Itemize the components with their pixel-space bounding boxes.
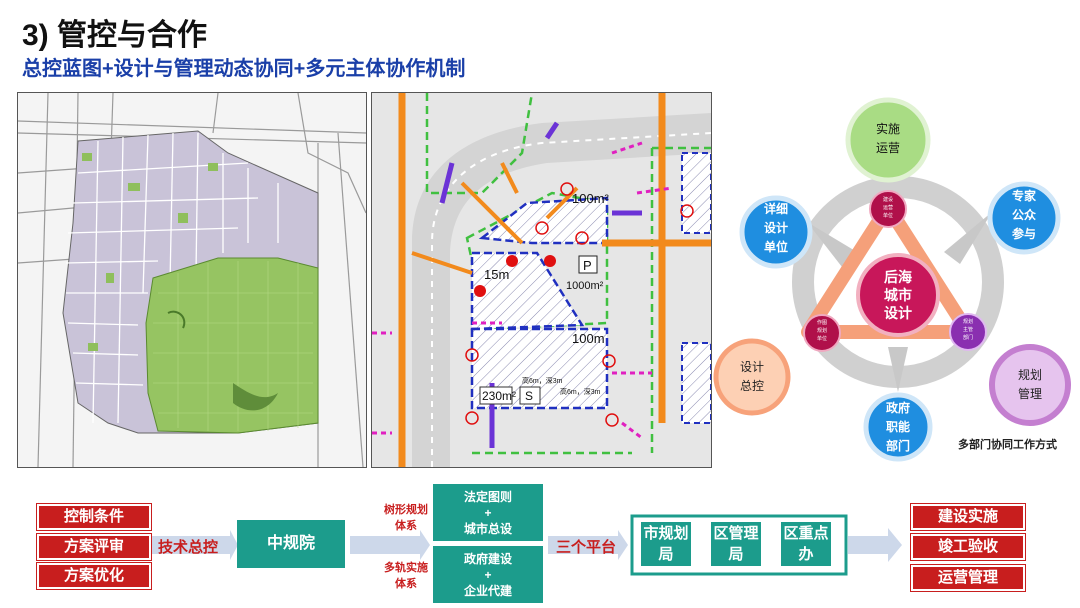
label-15m: 15m — [484, 267, 509, 282]
platform-district-management: 区管理局 — [711, 522, 761, 566]
label-100-mid: 100m — [572, 331, 605, 346]
tech-control-label: 技术总控 — [158, 539, 219, 556]
label-parking: P — [583, 258, 592, 273]
label-height-2: 高6m，深3m — [560, 387, 601, 396]
platform-planning-bureau: 市规划局 — [641, 522, 691, 566]
platform-key-project-office: 区重点办 — [781, 522, 831, 566]
node-left-upper-label: 详细设计单位 — [764, 202, 789, 254]
label-1000: 1000m² — [566, 280, 604, 292]
masterplan-map — [17, 92, 367, 468]
regulation-box: 法定图则 + 城市总设 — [433, 484, 543, 541]
diagram-caption: 多部门协同工作方式 — [958, 439, 1057, 451]
label-s: S — [525, 389, 533, 403]
regulation-box-line1: 法定图则 — [463, 490, 512, 504]
flow-right-item-2: 竣工验收 — [910, 533, 1026, 561]
page-subtitle: 总控蓝图+设计与管理动态协同+多元主体协作机制 — [22, 58, 466, 80]
label-height-1: 高6m，深3m — [522, 376, 563, 385]
node-bottom-label: 政府职能部门 — [886, 401, 911, 453]
flow-right-item-3: 运营管理 — [910, 564, 1026, 592]
institute-box: 中规院 — [237, 520, 345, 568]
tree-system-label: 树形规划体系 — [384, 504, 428, 532]
multi-track-label: 多轨实施体系 — [384, 562, 428, 590]
construction-box: 政府建设 + 企业代建 — [433, 546, 543, 603]
node-top-label: 实施运营 — [875, 122, 900, 155]
flow-right-item-1: 建设实施 — [910, 503, 1026, 531]
inner-left-label: 作图规划单位 — [816, 320, 827, 342]
collaboration-diagram: 实施运营 详细设计单位 专家公众参与 设计总控 规划管理 政府职能部门 后海城市… — [712, 92, 1080, 467]
page-title: 3) 管控与合作 — [22, 19, 208, 52]
three-platform-label: 三个平台 — [556, 539, 617, 556]
flow-left-item-2: 方案评审 — [36, 533, 152, 561]
regulation-box-line2: + — [484, 506, 492, 520]
inner-right-label: 规划主管部门 — [962, 319, 973, 341]
flow-left-item-3: 方案优化 — [36, 562, 152, 590]
center-label: 后海城市设计 — [884, 269, 912, 321]
construction-box-line2: + — [484, 568, 492, 582]
flow-left-item-1: 控制条件 — [36, 503, 152, 531]
construction-box-line3: 企业代建 — [463, 584, 512, 598]
node-right-lower-label: 规划管理 — [1017, 368, 1042, 401]
construction-box-line1: 政府建设 — [463, 552, 512, 566]
detail-plan-map: 100m² 15m P 1000m² 100m 230m² S 高6m，深3m … — [371, 92, 712, 468]
inner-top-label: 建设运营单位 — [882, 197, 893, 219]
regulation-box-line3: 城市总设 — [463, 522, 512, 536]
node-left-lower-label: 设计总控 — [739, 360, 764, 393]
label-230: 230m² — [482, 389, 516, 403]
node-right-upper-label: 专家公众参与 — [1012, 189, 1037, 241]
flow-section: 控制条件 方案评审 方案优化 技术总控 中规院 树形规划体系 多轨实施体系 法定… — [0, 480, 1080, 608]
label-100-top: 100m² — [572, 191, 610, 206]
